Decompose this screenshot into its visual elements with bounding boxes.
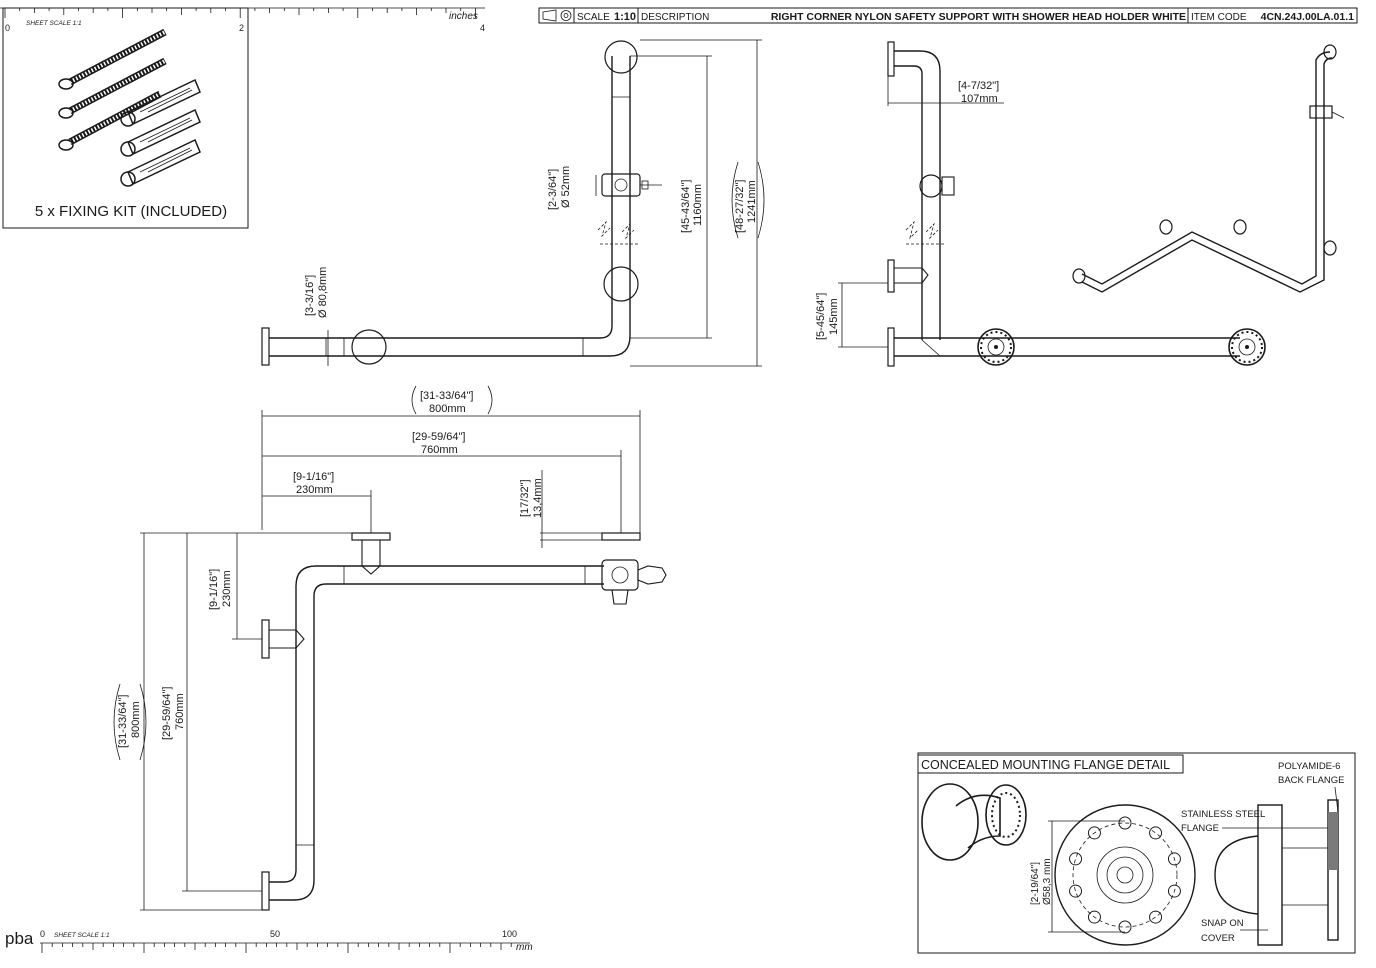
label-snap-2: COVER [1201,933,1235,944]
projection-symbol-icon [542,9,572,22]
front-dim-1160-mm: 1160mm [692,184,704,226]
scale-label: SCALE [577,12,610,23]
flange-hole [1167,884,1181,898]
flange-section-icon [1214,799,1339,946]
fixing-kit-box: SHEET SCALE 1:1 [2,7,249,229]
top-dim-230v-in: [9-1/16"] [208,569,220,610]
top-view: [31-33/64"] 800mm [29-59/64"] 760mm [9-1… [113,385,667,911]
top-dim-760v-in: [29-59/64"] [161,687,173,740]
flange-3d-icon [921,783,1027,861]
flange-rosette-icon [977,328,1015,366]
flange-hole [1069,884,1083,898]
flange-hole [1087,826,1101,840]
inch-tick-label-4: 4 [480,23,485,33]
side-dim-145-in: [5-45/64"] [815,293,827,340]
label-polyamide-2: BACK FLANGE [1278,775,1345,786]
flange-hole [1118,920,1132,934]
mm-sheet-scale: SHEET SCALE 1:1 [54,932,110,939]
top-dim-760-mm: 760mm [421,444,458,456]
side-dim-107-mm: 107mm [961,93,998,105]
top-dim-800-mm: 800mm [429,403,466,415]
description-label: DESCRIPTION [641,12,709,23]
mm-tick-label-100: 100 [502,929,517,939]
top-dim-800v-in: [31-33/64"] [117,695,129,748]
front-dim-808-in: [3-3/16"] [304,275,316,316]
screw-icon [58,90,162,151]
flange-detail-title: CONCEALED MOUNTING FLANGE DETAIL [921,758,1170,772]
inch-tick-label-0: 0 [5,23,10,33]
flange-hole [1149,910,1163,924]
front-dim-1160-in: [45-43/64"] [680,180,692,233]
flange-hole [1118,816,1132,830]
item-code-label: ITEM CODE [1191,12,1247,23]
title-block: SCALE 1:10 DESCRIPTION RIGHT CORNER NYLO… [538,7,1358,24]
front-dim-808-mm: Ø 80,8mm [317,267,329,318]
top-dim-230-in: [9-1/16"] [293,471,334,483]
wall-plug-icon [120,138,201,187]
scale-value: 1:10 [614,11,636,23]
flange-dim-mm: Ø58,3 mm [1042,858,1053,905]
label-steel-1: STAINLESS STEEL [1181,809,1265,820]
side-dim-107-in: [4-7/32"] [958,80,999,92]
side-dim-145-mm: 145mm [828,298,840,335]
flange-detail-box: CONCEALED MOUNTING FLANGE DETAIL [2-19/6… [917,752,1356,954]
pba-logo: pba [5,929,34,948]
front-dim-52-in: [2-3/64"] [547,169,559,210]
top-dim-760v-mm: 760mm [174,693,186,730]
screw-icon [58,57,167,119]
kit-sheet-scale: SHEET SCALE 1:1 [26,20,82,27]
description-text: RIGHT CORNER NYLON SAFETY SUPPORT WITH S… [771,11,1186,23]
top-dim-760-in: [29-59/64"] [412,431,465,443]
top-dim-230-mm: 230mm [296,484,333,496]
front-dim-1241-in: [48-27/32"] [734,180,746,233]
side-view: [4-7/32"] 107mm [5-45/64"] 145mm [815,41,1266,367]
isometric-view [1072,44,1345,293]
flange-hole [1087,910,1101,924]
front-dim-1241-mm: 1241mm [746,180,758,223]
wall-plug-icon [120,108,201,157]
wall-plug-icon [120,78,201,127]
label-snap-1: SNAP ON [1201,918,1244,929]
mm-unit-label: mm [516,942,533,953]
fixing-kit-caption: 5 x FIXING KIT (INCLUDED) [35,203,227,220]
flange-hole [1149,826,1163,840]
item-code-value: 4CN.24J.00LA.01.1 [1261,11,1355,23]
flange-hole [1069,852,1083,866]
top-dim-134-mm: 13,4mm [532,478,544,518]
flange-rosette-icon [1228,328,1266,366]
label-steel-2: FLANGE [1181,823,1219,834]
mm-tick-label-50: 50 [270,929,280,939]
mm-tick-label-0: 0 [40,929,45,939]
top-dim-800v-mm: 800mm [130,701,142,738]
mm-ruler: 0 50 100 SHEET SCALE 1:1 mm [40,929,533,953]
top-dim-230v-mm: 230mm [221,570,233,607]
inch-unit-label: inches [449,11,478,22]
label-polyamide-1: POLYAMIDE-6 [1278,761,1340,772]
flange-hole [1167,852,1181,866]
top-dim-800-in: [31-33/64"] [420,390,473,402]
flange-front-icon [1054,804,1196,946]
front-dim-52-mm: Ø 52mm [560,166,572,208]
inch-tick-label-2: 2 [239,23,244,33]
flange-dim-in: [2-19/64"] [1030,862,1041,905]
front-view: [45-43/64"] 1160mm [48-27/32"] 1241mm [2… [261,39,765,367]
screw-icon [58,28,167,90]
top-dim-134-in: [17/32"] [519,479,531,517]
